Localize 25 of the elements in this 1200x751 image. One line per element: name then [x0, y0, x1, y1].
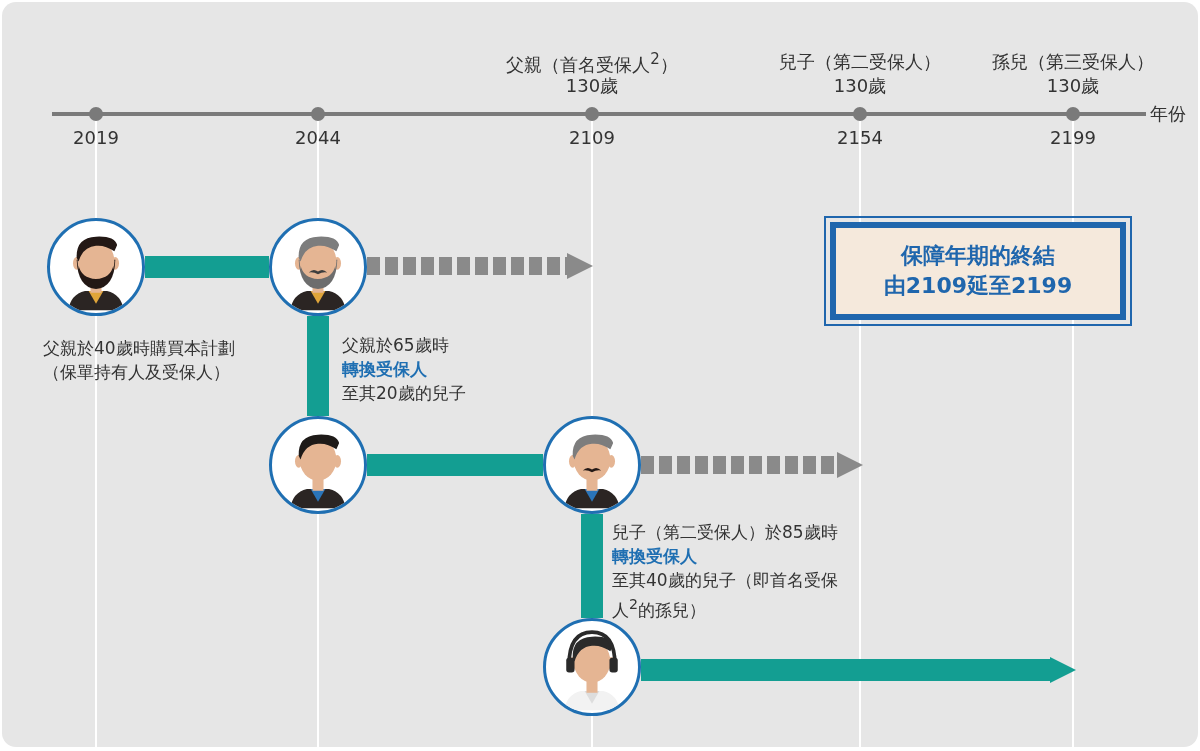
year-label: 2199: [1050, 127, 1096, 149]
stamp-text: 保障年期的終結: [901, 242, 1055, 270]
caption-text: （保單持有人及受保人）: [43, 361, 230, 384]
connector-line: [367, 454, 543, 476]
caption-text: 父親於65歲時轉換受保人至其20歲的兒子: [342, 334, 466, 405]
year-label: 2154: [837, 127, 883, 149]
arrow: [367, 253, 593, 279]
year-label: 2109: [569, 127, 615, 149]
age-label: 130歲: [565, 75, 619, 97]
insured-label: 孫兒（第三受保人）: [992, 51, 1154, 73]
year-label: 2019: [73, 127, 119, 149]
caption-text: 父親於40歲時購買本計劃: [43, 337, 235, 360]
connector-line: [145, 256, 269, 278]
insured-label: 父親（首名受保人$^{2}$）: [506, 49, 678, 76]
stamp-text: 由2109延至2199: [883, 272, 1073, 300]
connector-line: [307, 316, 329, 416]
age-label: 130歲: [833, 75, 887, 97]
arrow: [641, 452, 863, 478]
connector-line: [581, 514, 603, 618]
insured-label: 兒子（第二受保人）: [779, 51, 941, 73]
caption-text: 兒子（第二受保人）於85歲時轉換受保人至其40歲的兒子（即首名受保人$^{2}$的孫兒）: [612, 521, 839, 622]
arrow: [641, 657, 1076, 683]
age-label: 130歲: [1046, 75, 1100, 97]
year-label: 2044: [295, 127, 341, 149]
axis-title: 年份: [1148, 103, 1188, 125]
